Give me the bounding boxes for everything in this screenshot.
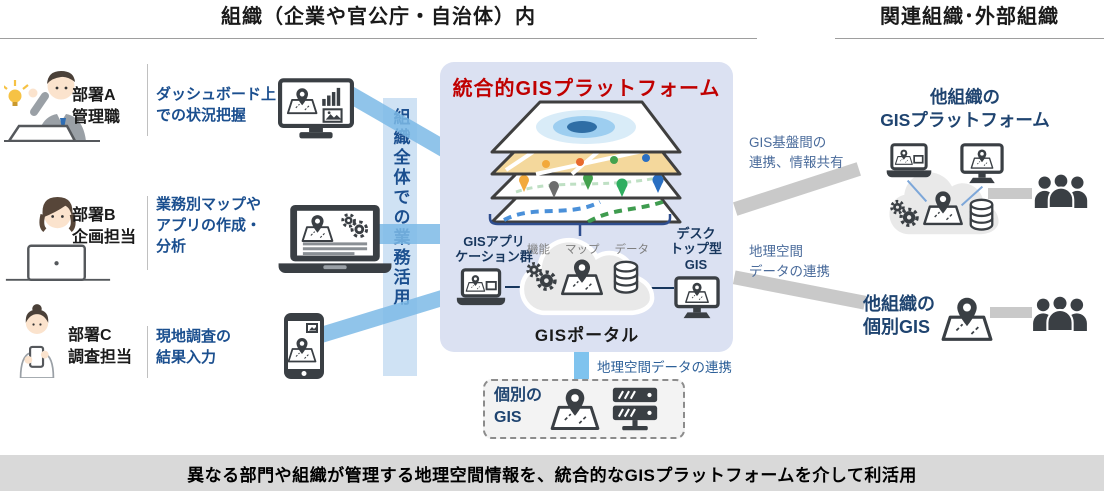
- app-laptop-icon: [278, 204, 392, 274]
- connector-external-individual-users: [990, 307, 1032, 318]
- cloud-map-label: マップ: [565, 244, 600, 256]
- dashboard-monitor-icon: [278, 78, 354, 139]
- cloud-data-label: データ: [614, 244, 650, 256]
- data-database-icon: [613, 260, 639, 294]
- individual-gis-label: 個別の GIS: [494, 387, 543, 426]
- individual-gis-server-icon: [611, 386, 659, 432]
- divider-row-a: [147, 64, 148, 136]
- bottom-data-link-label: 地理空間データの連携: [597, 360, 732, 375]
- individual-gis-map-icon: [550, 387, 600, 430]
- external-gears-icon: [889, 199, 919, 228]
- person-planner-illustration: [5, 197, 111, 282]
- connector-phone-to-platform: [312, 289, 448, 345]
- external-individual-title: 他組織の 個別GIS: [863, 294, 935, 338]
- dept-b-label: 部署B 企画担当: [72, 207, 137, 246]
- map-layers-stack: [490, 100, 682, 224]
- gis-platform-link-label: GIS基盤間の 連携、情報共有: [749, 135, 844, 170]
- external-laptop-icon: [885, 143, 933, 179]
- header-internal-underline: [0, 38, 757, 39]
- layer-analysis: [490, 100, 682, 154]
- connector-individual-gis: [574, 350, 589, 382]
- line-cloud-to-desktop: [650, 287, 674, 289]
- geodata-link-label: 地理空間 データの連携: [749, 244, 830, 279]
- cloud-functions-label: 機能: [527, 244, 550, 256]
- external-platform-title: 他組織の GISプラットフォーム: [880, 87, 1050, 130]
- desktop-gis-monitor-icon: [674, 276, 720, 320]
- divider-row-b: [147, 196, 148, 270]
- survey-smartphone-icon: [284, 313, 324, 379]
- line-apps-to-cloud: [505, 286, 521, 288]
- person-surveyor-illustration: [19, 304, 55, 378]
- header-external-org: 関連組織･外部組織: [880, 6, 1059, 28]
- external-map-pin-icon: [923, 190, 963, 226]
- task-c-label: 現地調査の 結果入力: [156, 328, 232, 366]
- connector-external-platform-users: [988, 188, 1032, 199]
- map-pin-icon: [560, 258, 604, 296]
- desktop-gis-label: デスク トップ型 GIS: [669, 226, 722, 272]
- person-manager-illustration: [4, 71, 100, 142]
- external-monitor-icon: [960, 143, 1004, 185]
- external-database-icon: [969, 198, 994, 231]
- gis-apps-label: GISアプリ ケーション群: [455, 234, 533, 265]
- layers-bracket: [488, 214, 672, 236]
- cloud-content-labels: 機能 マップ データ: [527, 241, 649, 257]
- dept-c-label: 部署C 調査担当: [68, 327, 133, 366]
- external-individual-map-icon: [941, 296, 993, 341]
- dept-a-label: 部署A 管理職: [72, 87, 121, 126]
- external-platform-users-icon: [1034, 172, 1088, 208]
- header-external-underline: [835, 38, 1104, 39]
- gis-portal-label: GISポータル: [534, 326, 640, 345]
- gis-apps-laptop-icon: [455, 268, 507, 307]
- task-b-label: 業務別マップや アプリの作成・ 分析: [156, 196, 262, 255]
- external-individual-users-icon: [1032, 294, 1088, 331]
- org-wide-use-label: 組織全体での業務活用: [390, 108, 410, 308]
- functions-gears-icon: [526, 261, 557, 291]
- divider-row-c: [147, 326, 148, 378]
- task-a-label: ダッシュボード上 での状況把握: [156, 86, 277, 124]
- footer-summary-text: 異なる部門や組織が管理する地理空間情報を、統合的なGISプラットフォームを介して…: [187, 465, 917, 485]
- platform-title: 統合的GISプラットフォーム: [452, 78, 721, 100]
- header-internal-org: 組織（企業や官公庁・自治体）内: [221, 6, 536, 28]
- footer-summary-bar: 異なる部門や組織が管理する地理空間情報を、統合的なGISプラットフォームを介して…: [0, 455, 1104, 491]
